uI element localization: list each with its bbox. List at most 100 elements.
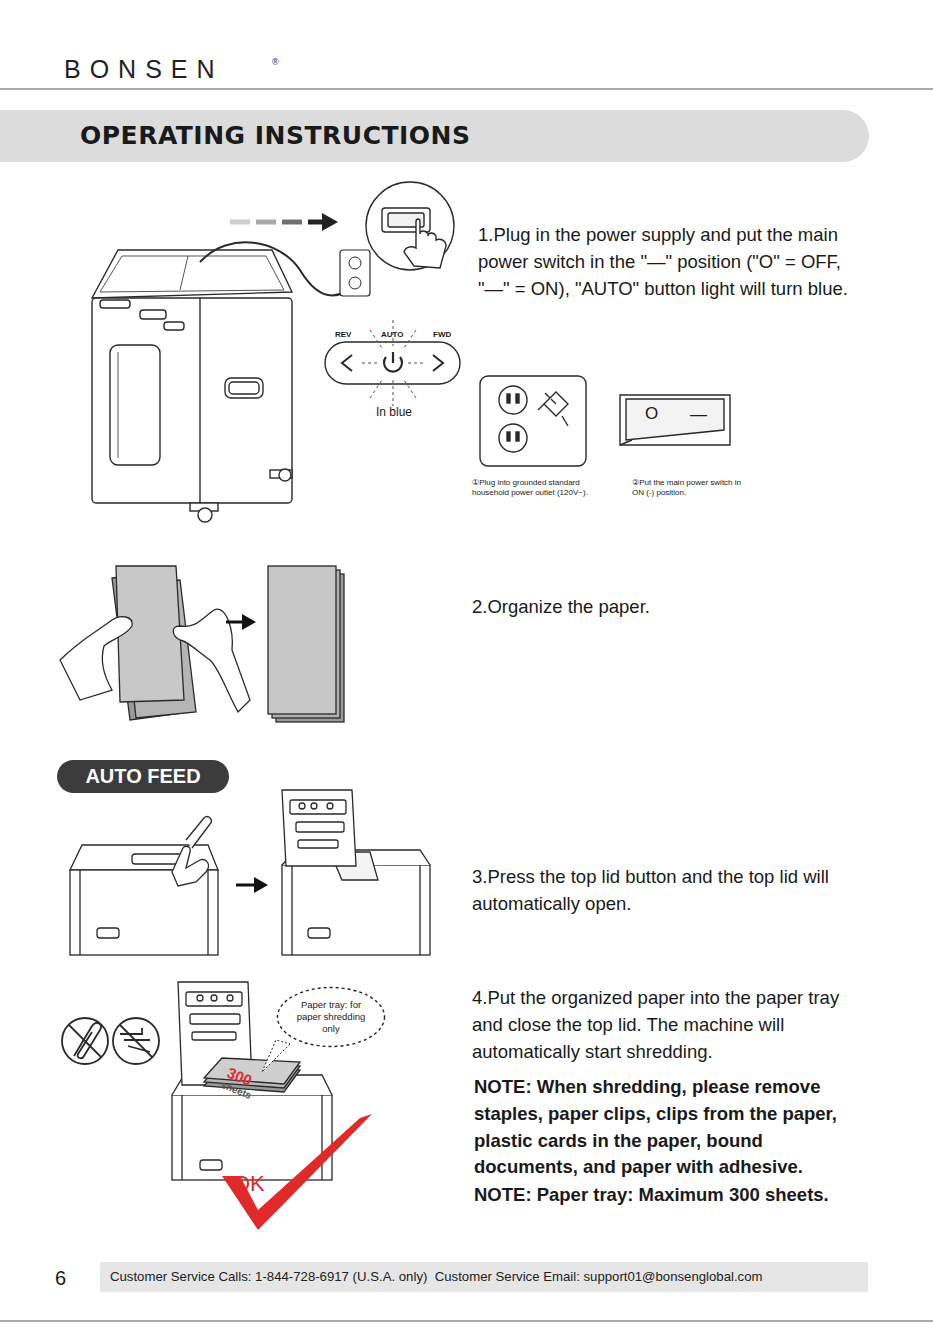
direction-arrow (230, 213, 338, 231)
control-panel (370, 380, 382, 398)
shredder-open (298, 840, 338, 848)
shredder-closed (186, 817, 211, 848)
shredder-closed (172, 846, 208, 886)
shredder-closed (70, 870, 218, 955)
step-text: 3.Press the top lid button and the top l… (472, 864, 844, 918)
power-cord (200, 242, 345, 295)
shredder-drawing (117, 352, 118, 458)
shredder-loaded (211, 995, 217, 1001)
shredder-closed (97, 928, 119, 938)
node-text: AUTO FEED (85, 764, 200, 789)
step-arrow (242, 614, 256, 630)
shredder-drawing (229, 382, 259, 394)
callout-bubble: Paper tray: for paper shredding only (276, 986, 386, 1048)
shredder-open (290, 800, 346, 814)
shredder-loaded (200, 1160, 222, 1170)
shredder-closed (79, 870, 80, 955)
button-name: REV (335, 329, 351, 340)
outlet-icon (538, 393, 568, 426)
switch-symbol: O (645, 402, 658, 426)
power-cord (340, 250, 370, 296)
shredder-drawing (110, 345, 160, 465)
shredder-drawing (180, 256, 188, 290)
no-clips-icon (113, 1018, 159, 1064)
control-panel (362, 320, 424, 406)
shredder-drawing (92, 298, 292, 503)
button-name: FWD (433, 329, 451, 340)
shredder-drawing (92, 250, 292, 522)
switch-zoom-icon (366, 182, 454, 270)
shredder-drawing (92, 250, 292, 298)
shredder-open (311, 803, 317, 809)
button-name: AUTO (381, 329, 404, 340)
shredder-drawing (198, 508, 212, 522)
step-arrow (226, 614, 256, 630)
shredder-open (296, 822, 344, 832)
no-clips-icon (62, 1018, 108, 1064)
switch-symbol: — (690, 403, 707, 427)
shredder-loaded (190, 1014, 240, 1024)
header-rule (0, 89, 933, 90)
step-text: 1.Plug in the power supply and put the m… (478, 222, 870, 302)
control-panel (404, 380, 416, 398)
shredder-loaded (192, 1032, 236, 1040)
power-cord (349, 257, 361, 269)
control-panel (362, 363, 378, 364)
indicator-note: In blue (376, 404, 412, 421)
step-arrow (236, 877, 268, 893)
section-pill: AUTO FEED (57, 760, 229, 793)
paper-stack (268, 566, 336, 714)
shredder-drawing (140, 310, 166, 319)
callout-leader (262, 1040, 290, 1072)
switch-zoom-icon (404, 219, 446, 268)
note-text: NOTE: When shredding, please remove stap… (474, 1074, 866, 1181)
paper-hands (173, 609, 250, 712)
shredder-loaded (186, 992, 242, 1006)
outlet-icon (507, 432, 510, 441)
shredder-open (291, 865, 292, 955)
ok-checkmark (222, 1114, 372, 1230)
ok-checkmark (222, 1114, 372, 1230)
direction-arrow (308, 220, 324, 225)
node-outline (57, 760, 229, 793)
ok-mark: OK (233, 1168, 265, 1199)
control-panel (392, 352, 394, 363)
shredder-drawing (164, 322, 184, 330)
shredder-open (282, 790, 356, 866)
direction-arrow (282, 220, 302, 225)
outlet-icon (480, 376, 586, 466)
title-band (0, 110, 869, 162)
shredder-open (308, 928, 330, 938)
note-text: NOTE: Paper tray: Maximum 300 sheets. (474, 1182, 874, 1208)
paper-hands (60, 617, 132, 700)
shredder-closed (207, 870, 208, 955)
callout-leader (262, 1040, 290, 1072)
switch-icon (620, 395, 730, 445)
direction-arrow (256, 220, 276, 225)
step-arrow (226, 621, 244, 624)
outlet-icon (499, 424, 527, 452)
control-panel (370, 330, 382, 348)
control-panel (433, 355, 443, 371)
control-panel (408, 363, 424, 364)
outlet-icon (499, 386, 527, 414)
outlet-icon (507, 394, 510, 403)
no-clips-icon (69, 1025, 101, 1057)
step-text: 2.Organize the paper. (472, 594, 864, 620)
step-text: 4.Put the organized paper into the paper… (472, 985, 864, 1065)
control-panel (404, 330, 416, 348)
node-text: Paper tray: for paper shredding only (290, 999, 372, 1035)
no-clips-icon (120, 1025, 152, 1057)
direction-arrow (230, 220, 250, 225)
shredder-drawing (199, 298, 200, 503)
shredder-closed (132, 854, 182, 864)
shredder-closed (70, 817, 218, 955)
shredder-drawing (279, 469, 291, 481)
switch-zoom-icon (366, 182, 454, 270)
node-text: Customer Service Calls: 1-844-728-6917 (… (110, 1269, 763, 1286)
shredder-open (299, 803, 305, 809)
switch-icon (620, 440, 632, 445)
control-panel (342, 355, 352, 371)
no-clips-icon (62, 1018, 159, 1064)
